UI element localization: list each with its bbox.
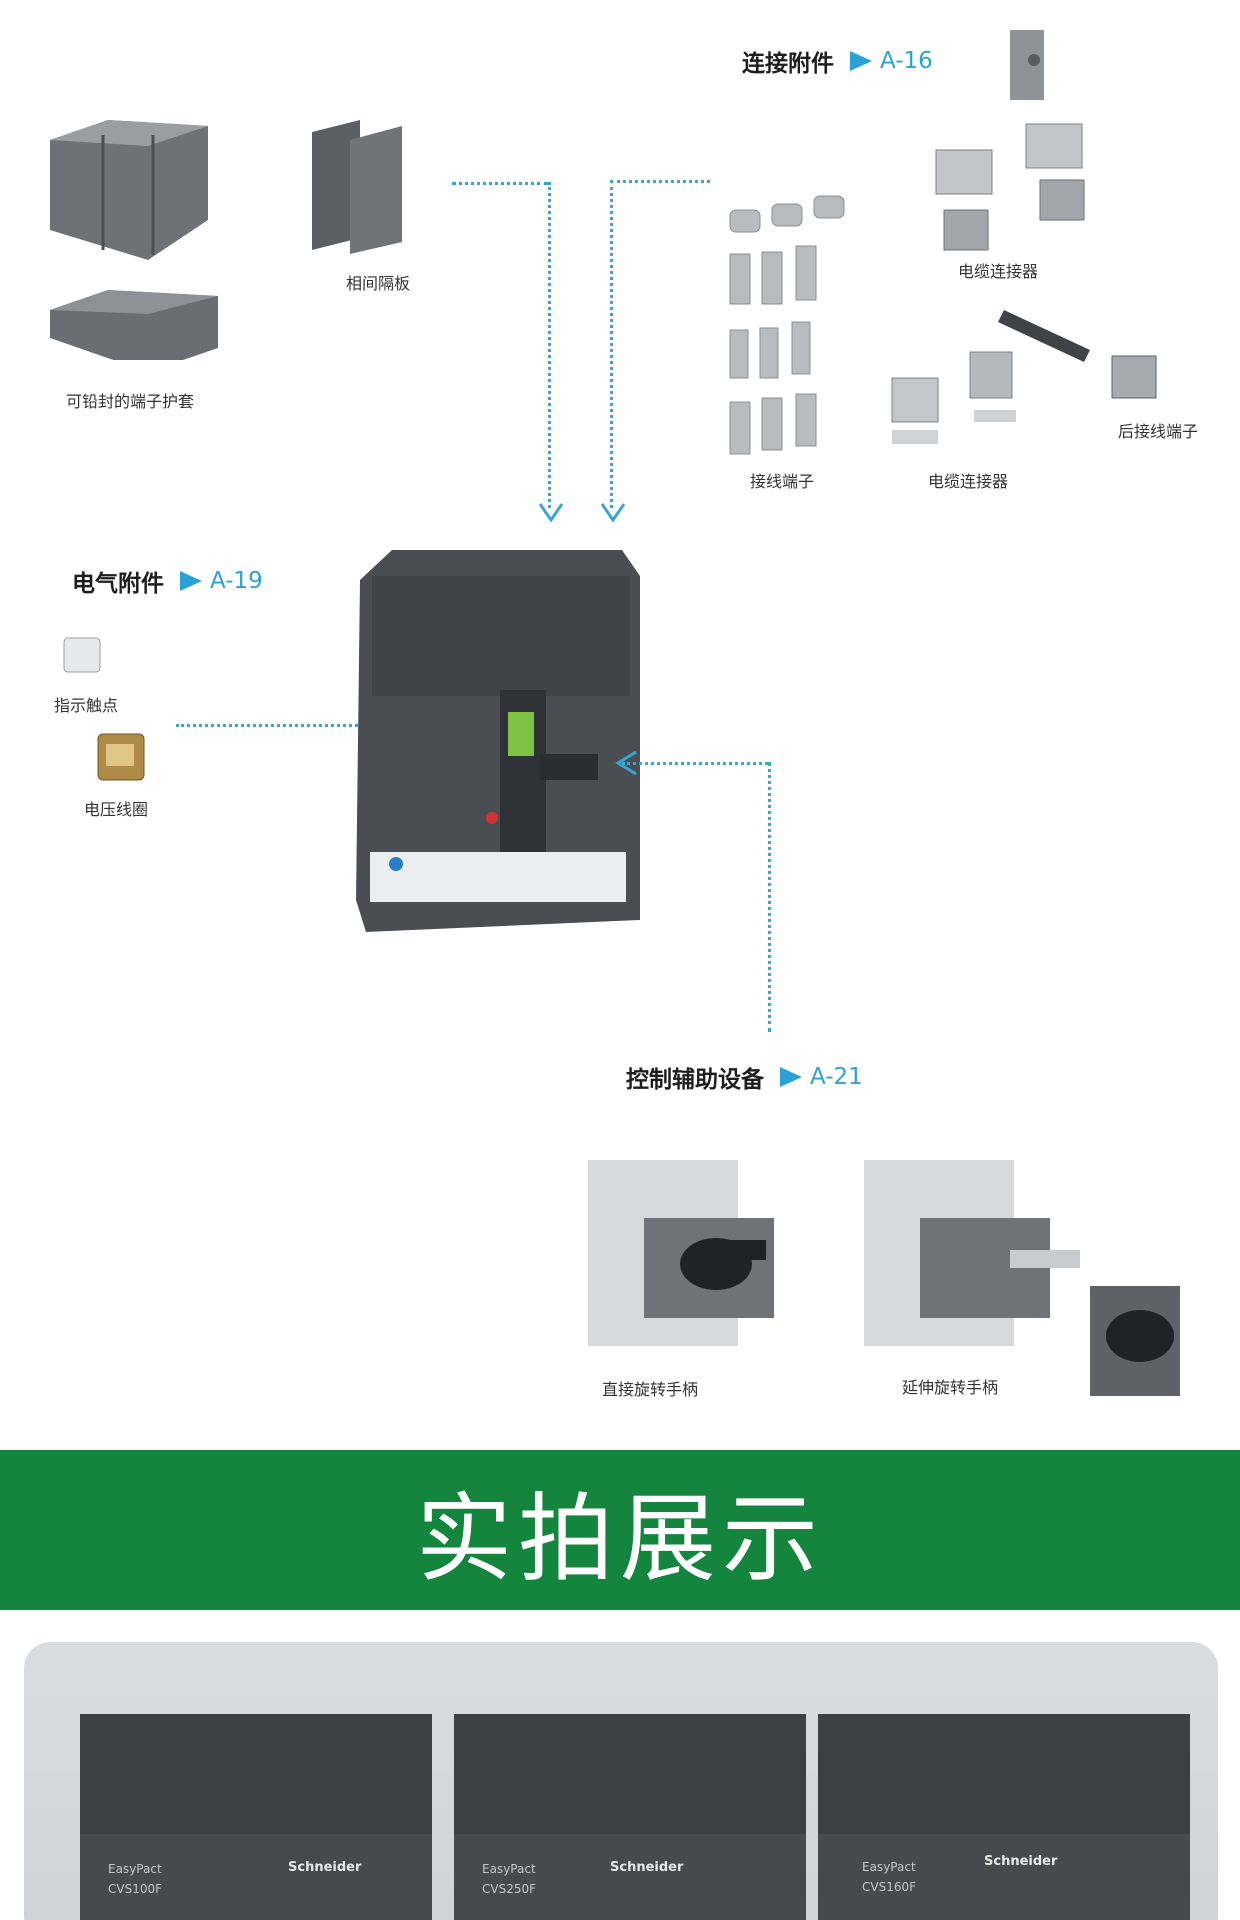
page-ref: A-16 [880, 48, 933, 74]
dotted-connector [622, 762, 768, 765]
dotted-connector [452, 182, 548, 185]
section-title: 连接附件 [742, 51, 834, 77]
arrow-icon [850, 51, 872, 71]
series-name: EasyPact [482, 1862, 536, 1876]
voltage-coil-label: 电压线圈 [84, 800, 149, 819]
cable-connector-label-1: 电缆连接器 [958, 262, 1039, 281]
dotted-connector [610, 180, 613, 508]
terminal-parts-illustration [729, 195, 845, 455]
series-name: EasyPact [108, 1862, 162, 1876]
dotted-connector [768, 762, 771, 1032]
section-banner: 实拍展示 [0, 1450, 1240, 1610]
model-name: CVS160F [862, 1880, 917, 1894]
arrow-icon [180, 571, 202, 591]
section-title: 控制辅助设备 [626, 1067, 764, 1093]
electrical-accessories-header: 电气附件 A-19 [72, 564, 263, 598]
phase-barrier-label: 相间隔板 [346, 274, 411, 293]
breaker-photo: Schneider EasyPact CVS100F [80, 1714, 432, 1920]
dotted-connector [610, 180, 710, 183]
indicator-contact-illustration [63, 637, 101, 673]
breaker-photo: Schneider EasyPact CVS250F [454, 1714, 806, 1920]
connection-accessories-header: 连接附件 A-16 [742, 44, 933, 78]
brand-name: Schneider [288, 1860, 362, 1875]
terminal-label: 接线端子 [750, 472, 815, 491]
direct-handle-illustration [588, 1160, 774, 1346]
page-ref: A-19 [210, 568, 263, 594]
breaker-illustration [356, 550, 640, 932]
chevron-down-icon [538, 503, 564, 523]
chevron-down-icon [600, 503, 626, 523]
voltage-coil-illustration [97, 733, 145, 781]
breaker-photo: Schneider EasyPact CVS160F [818, 1714, 1190, 1920]
cable-connector-label-2: 电缆连接器 [928, 472, 1009, 491]
model-name: CVS100F [108, 1882, 163, 1896]
cable-connector-illustration [935, 30, 1085, 251]
control-auxiliary-header: 控制辅助设备 A-21 [626, 1060, 863, 1094]
product-photo: Schneider EasyPact CVS100F Schneider Eas… [24, 1642, 1218, 1920]
brand-name: Schneider [984, 1854, 1058, 1869]
dotted-connector [548, 182, 551, 508]
rear-terminal-illustration [891, 310, 1157, 444]
extended-handle-illustration [864, 1160, 1180, 1396]
terminal-cover-label: 可铅封的端子护套 [66, 392, 195, 411]
arrow-icon [780, 1067, 802, 1087]
series-name: EasyPact [862, 1860, 916, 1874]
indicator-contact-label: 指示触点 [54, 696, 119, 715]
dotted-connector [176, 724, 496, 727]
section-title: 电气附件 [72, 571, 164, 597]
terminal-cover-illustration [50, 120, 218, 360]
banner-title: 实拍展示 [416, 1482, 824, 1595]
direct-handle-label: 直接旋转手柄 [602, 1380, 699, 1399]
rear-terminal-label: 后接线端子 [1118, 422, 1199, 441]
chevron-left-icon [615, 750, 637, 776]
model-name: CVS250F [482, 1882, 537, 1896]
page-ref: A-21 [810, 1064, 863, 1090]
extended-handle-label: 延伸旋转手柄 [902, 1378, 999, 1397]
phase-barrier-illustration [312, 120, 402, 254]
brand-name: Schneider [610, 1860, 684, 1875]
